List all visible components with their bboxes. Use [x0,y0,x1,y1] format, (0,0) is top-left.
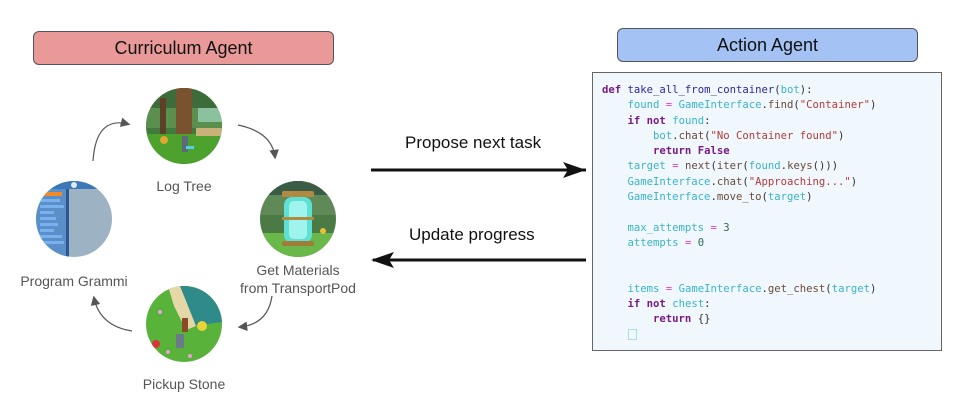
code-line: GameInterface.chat("Approaching...") [627,175,858,188]
code-line: return {} [653,313,711,326]
curriculum-agent-header: Curriculum Agent [33,31,334,65]
code-line: bot.chat("No Container found") [653,129,845,142]
log-tree-image [146,88,222,164]
code-block: def take_all_from_container(bot): found … [602,83,876,343]
transport-pod-screenshot-icon [260,181,336,257]
arrow-log-to-materials [237,124,279,160]
programming-ui-screenshot-icon [36,181,112,257]
code-line: items = GameInterface.get_chest(target) [627,282,877,295]
code-line: def take_all_from_container(bot): [602,84,813,96]
program-grammi-label: Program Grammi [20,273,128,289]
code-line [602,205,876,220]
code-line: if not chest: [627,298,711,311]
pickup-stone-label: Pickup Stone [142,376,226,392]
code-line: if not found: [627,114,711,127]
action-agent-header: Action Agent [617,28,918,62]
update-arrowhead [371,252,394,268]
propose-arrowhead [563,162,586,178]
pickup-stone-image [146,286,222,362]
forest-tree-screenshot-icon [146,88,222,164]
get-materials-image [260,181,336,257]
code-line: target = next(iter(found.keys())) [627,160,839,173]
code-line [602,251,876,266]
code-line [602,328,876,343]
get-materials-label: Get Materials from TransportPod [240,261,356,297]
propose-next-task-label: Propose next task [405,133,542,152]
beach-meadow-screenshot-icon [146,286,222,362]
code-line: attempts = 0 [627,236,705,249]
curriculum-agent-title: Curriculum Agent [114,37,253,58]
arrow-stone-to-grammi [90,295,133,332]
code-line [602,267,876,282]
get-materials-label-text: Get Materials from TransportPod [240,262,356,296]
arrow-materials-to-stone [237,295,273,332]
log-tree-label: Log Tree [156,178,212,194]
action-agent-title: Action Agent [716,34,819,55]
program-grammi-image [36,181,112,257]
code-line: GameInterface.move_to(target) [627,191,813,204]
cursor-placeholder-icon [627,329,637,341]
arrow-grammi-to-log [92,117,131,162]
code-line: max_attempts = 3 [627,221,730,234]
code-line: found = GameInterface.find("Container") [627,99,877,112]
code-panel: def take_all_from_container(bot): found … [592,72,942,351]
code-line: return False [653,145,730,158]
update-progress-label: Update progress [409,225,535,244]
